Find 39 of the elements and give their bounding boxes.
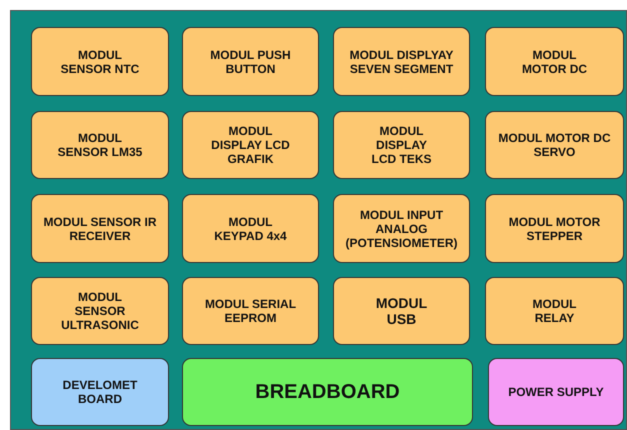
module-box	[182, 277, 319, 345]
module-label: MODUL DISPLAY LCD GRAFIK	[210, 124, 290, 166]
module-label: MODUL MOTOR STEPPER	[508, 214, 602, 242]
module-box	[485, 111, 624, 179]
module-label: MODUL SENSOR IR RECEIVER	[42, 214, 158, 242]
module-label: MODUL PUSH BUTTON	[209, 48, 292, 76]
module-label: DEVELOMET BOARD	[62, 378, 138, 406]
board-panel	[10, 10, 627, 430]
module-label: POWER SUPPLY	[508, 385, 604, 399]
module-label: MODUL SERIAL EEPROM	[204, 297, 298, 325]
module-label: MODUL DISPLYAY SEVEN SEGMENT	[348, 48, 454, 76]
module-box	[333, 111, 470, 179]
module-box	[31, 358, 169, 426]
module-label: MODUL SENSOR LM35	[56, 131, 144, 159]
module-box	[333, 194, 470, 263]
module-label: MODUL RELAY	[532, 297, 578, 325]
module-label: MODUL MOTOR DC SERVO	[497, 131, 612, 159]
module-box	[182, 358, 473, 426]
module-box	[488, 358, 624, 426]
module-box	[485, 194, 624, 263]
module-box	[31, 111, 169, 179]
module-label: MODUL USB	[374, 295, 428, 327]
module-label: MODUL DISPLAY LCD TEKS	[370, 124, 432, 166]
module-label: BREADBOARD	[255, 381, 400, 403]
module-label: MODUL SENSOR NTC	[60, 48, 140, 76]
module-label: MODUL KEYPAD 4x4	[213, 214, 288, 242]
module-box	[182, 111, 319, 179]
module-box	[182, 194, 319, 263]
module-label: MODUL INPUT ANALOG (POTENSIOMETER)	[344, 208, 458, 250]
module-box	[31, 194, 169, 263]
module-box	[182, 27, 319, 96]
module-box	[333, 277, 470, 345]
module-box	[485, 277, 624, 345]
module-label: MODUL MOTOR DC	[520, 48, 588, 76]
module-box	[485, 27, 624, 96]
module-box	[31, 277, 169, 345]
module-box	[333, 27, 470, 96]
module-label: MODUL SENSOR ULTRASONIC	[60, 290, 140, 332]
module-box	[31, 27, 169, 96]
